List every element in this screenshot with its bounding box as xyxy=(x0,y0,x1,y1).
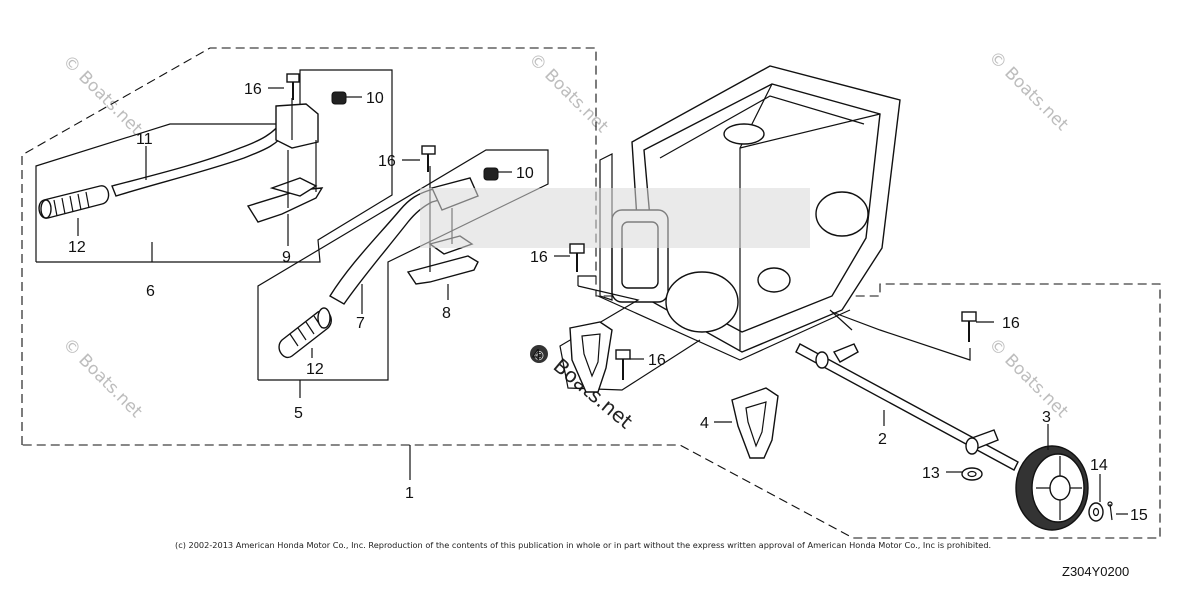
callout-10a: 10 xyxy=(366,90,384,107)
leader-lines xyxy=(77,87,1128,515)
callout-12a: 12 xyxy=(68,239,86,256)
callout-4a: 4 xyxy=(532,347,541,364)
callout-16a: 16 xyxy=(244,81,262,98)
callout-8: 8 xyxy=(442,305,451,322)
callout-13: 13 xyxy=(922,465,940,482)
bolt-16d xyxy=(615,349,631,380)
callout-16b: 16 xyxy=(378,153,396,170)
callout-16d: 16 xyxy=(648,352,666,369)
pin-15 xyxy=(1107,501,1113,521)
callout-16c: 16 xyxy=(530,249,548,266)
bolt-16a xyxy=(286,73,300,100)
foot-outline xyxy=(559,275,971,391)
watermark-top-right: © Boats.net xyxy=(984,47,1072,135)
callout-15: 15 xyxy=(1130,507,1148,524)
washer-14 xyxy=(1088,502,1104,522)
assembly-outline-1 xyxy=(21,47,1161,539)
callout-10b: 10 xyxy=(516,165,534,182)
axle-2 xyxy=(795,343,1019,471)
callout-16e: 16 xyxy=(1002,315,1020,332)
grip-12a xyxy=(38,185,110,219)
bracket-9 xyxy=(246,103,324,223)
callout-3: 3 xyxy=(1042,409,1051,426)
callout-2: 2 xyxy=(878,431,887,448)
callout-11: 11 xyxy=(136,131,153,148)
foot-4b xyxy=(731,387,779,459)
callout-14: 14 xyxy=(1090,457,1108,474)
bolt-16c xyxy=(569,243,585,272)
watermark-center-symbol: © xyxy=(533,349,545,363)
grip-12b xyxy=(278,307,332,359)
diagram-part-code: Z304Y0200 xyxy=(1062,564,1130,579)
nut-10b xyxy=(483,167,499,181)
label-stipple xyxy=(420,188,810,248)
watermark-bottom-left: © Boats.net xyxy=(58,334,146,422)
callout-1: 1 xyxy=(405,485,414,502)
callouts: 1 2 3 4 4 5 6 7 8 9 10 10 11 12 12 13 14… xyxy=(68,81,1148,524)
bolt-16b xyxy=(421,145,436,172)
callout-9: 9 xyxy=(282,249,291,266)
callout-4b: 4 xyxy=(700,415,709,432)
callout-5: 5 xyxy=(294,405,303,422)
nut-13 xyxy=(961,467,983,481)
watermark-top-left: © Boats.net xyxy=(58,51,146,139)
callout-6: 6 xyxy=(146,283,155,300)
nut-10a xyxy=(331,91,347,105)
watermark-top-center: © Boats.net xyxy=(524,49,612,137)
wheel-3 xyxy=(1015,445,1089,531)
bolt-16e xyxy=(961,311,977,342)
callout-12b: 12 xyxy=(306,361,324,378)
copyright-notice: (c) 2002-2013 American Honda Motor Co., … xyxy=(175,540,992,550)
callout-7: 7 xyxy=(356,315,365,332)
watermark-bottom-right: © Boats.net xyxy=(984,334,1072,422)
foot-4a xyxy=(569,321,613,393)
handle-kit-6 xyxy=(35,69,393,263)
